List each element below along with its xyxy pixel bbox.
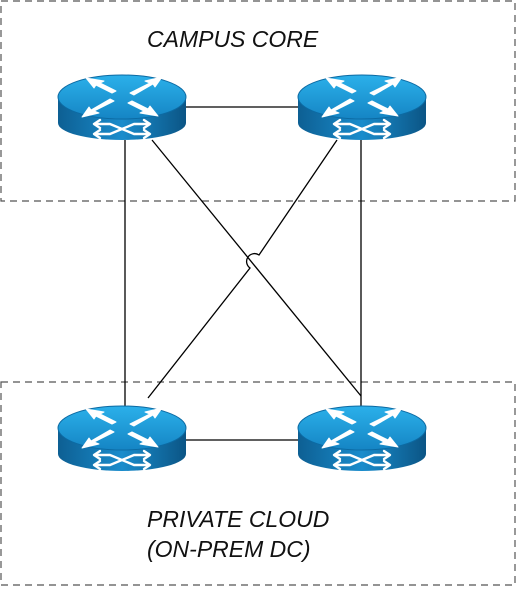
private-cloud-zone bbox=[0, 381, 516, 586]
private-cloud-label: PRIVATE CLOUD bbox=[147, 506, 330, 532]
router-icon-core-1[interactable] bbox=[56, 73, 188, 142]
link-core2-dc1 bbox=[147, 139, 338, 399]
campus-core-zone bbox=[0, 0, 516, 202]
on-prem-dc-label: (ON-PREM DC) bbox=[147, 536, 311, 562]
link-core1-dc2 bbox=[151, 139, 362, 397]
router-icon-dc-2[interactable] bbox=[296, 404, 428, 473]
campus-core-label: CAMPUS CORE bbox=[147, 26, 319, 52]
router-icon-core-2[interactable] bbox=[296, 73, 428, 142]
router-icon-dc-1[interactable] bbox=[56, 404, 188, 473]
